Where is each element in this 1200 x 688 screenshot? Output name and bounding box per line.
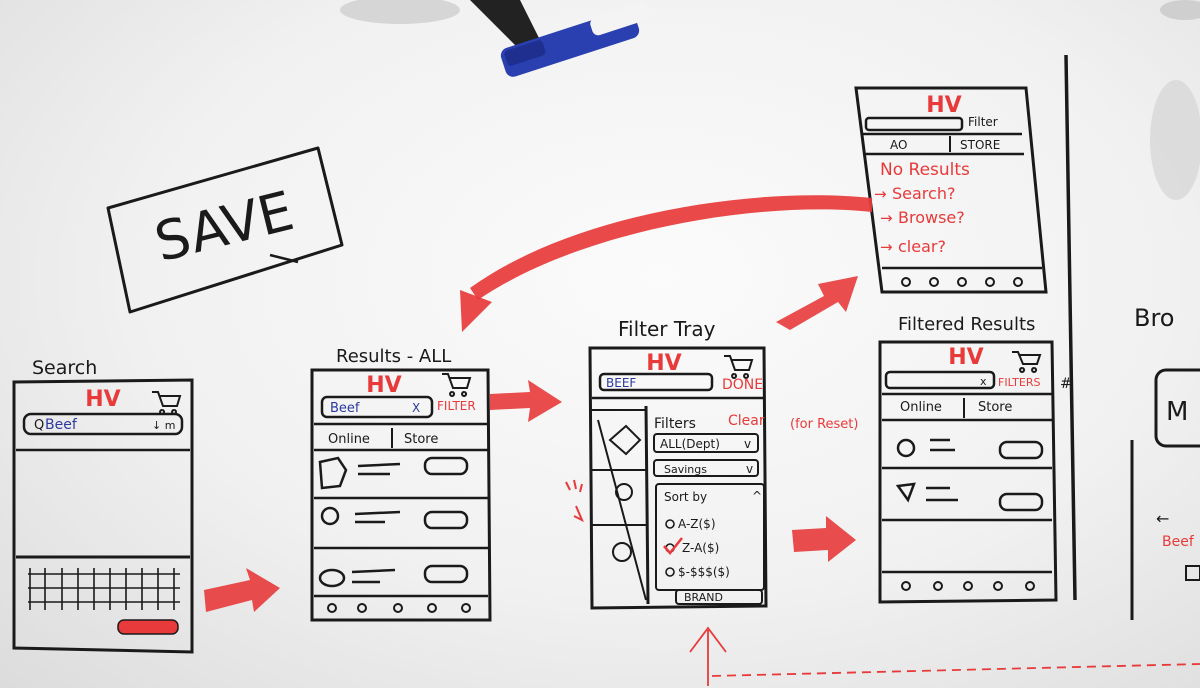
no-results-message: No Results	[880, 160, 970, 180]
screen-search: Search HV Q Beef ↓ m	[12, 357, 194, 654]
cart-icon	[442, 373, 472, 397]
chevron-down-icon: v	[746, 462, 753, 476]
search-value: Beef	[45, 417, 78, 433]
filters-button[interactable]: FILTERS	[998, 376, 1040, 389]
screen-filtered-results: Filtered Results HV x FILTERS # Online S…	[878, 314, 1072, 604]
suggestion-search[interactable]: Search?	[892, 184, 955, 203]
flow-arrow-2	[490, 380, 562, 422]
savings-dropdown-value: Savings	[664, 463, 707, 476]
cart-icon	[724, 355, 754, 379]
tab-store: Store	[404, 432, 438, 447]
search-bar	[598, 372, 714, 392]
screen-filter-logo: HV	[646, 351, 681, 376]
chevron-down-icon: v	[744, 437, 751, 451]
arrow-icon: →	[880, 209, 893, 227]
savings-dropdown[interactable]	[653, 459, 759, 477]
screen-filtered-title: Filtered Results	[898, 314, 1035, 335]
tap-indicator	[565, 479, 584, 523]
screen-noresults-logo: HV	[926, 93, 961, 118]
flow-arrow-4	[776, 276, 858, 330]
suggestion-clear[interactable]: clear?	[898, 237, 946, 256]
partial-right-text: Beef	[1162, 534, 1195, 550]
clear-search-icon: x	[980, 375, 987, 388]
clear-filters-button[interactable]: Clear	[728, 413, 765, 429]
brand-dropdown[interactable]	[675, 589, 763, 605]
result-row	[318, 564, 469, 588]
curved-flow-arrow	[460, 195, 872, 332]
tab-ao: AO	[890, 138, 907, 152]
brand-dropdown-label: BRAND	[684, 591, 723, 604]
cart-icon	[1012, 351, 1042, 373]
save-box: SAVE	[106, 146, 344, 314]
keyboard-search-key	[117, 619, 179, 635]
screen-search-logo: HV	[85, 387, 120, 412]
search-icon: Q	[34, 418, 44, 433]
partial-right-button: M	[1166, 397, 1188, 427]
search-value: Beef	[330, 401, 360, 416]
dashed-return-arrow	[689, 626, 1200, 686]
sort-radio	[665, 519, 675, 529]
flow-arrow-3	[792, 516, 856, 562]
suggestion-browse[interactable]: Browse?	[898, 208, 965, 227]
filters-heading: Filters	[654, 416, 696, 432]
sort-option-price[interactable]: $-$$$($)	[678, 565, 730, 579]
arrow-icon: →	[874, 185, 887, 203]
clear-note: (for Reset)	[790, 417, 858, 432]
screen-results-all: Results - ALL HV Beef X FILTER Online St…	[310, 346, 492, 622]
result-row	[318, 456, 469, 490]
sort-radio	[665, 567, 675, 577]
bottom-nav	[901, 581, 1035, 591]
screen-search-title: Search	[32, 357, 97, 379]
partial-right-screen: Bro M ← Beef	[1134, 80, 1200, 581]
save-label: SAVE	[149, 179, 300, 274]
check-icon	[663, 537, 683, 555]
search-bar	[884, 370, 996, 390]
dept-dropdown-value: ALL(Dept)	[660, 437, 720, 451]
tab-online: Online	[328, 432, 370, 447]
underlying-list	[592, 409, 647, 601]
arrow-icon: →	[880, 238, 893, 256]
sort-option-za[interactable]: Z-A($)	[682, 541, 719, 555]
result-row	[320, 506, 469, 530]
search-bar	[22, 412, 184, 436]
screen-results-logo: HV	[366, 373, 401, 398]
partial-right-title: Bro	[1134, 304, 1175, 332]
screen-filtered-logo: HV	[948, 345, 983, 370]
tab-store: STORE	[960, 138, 1000, 152]
chevron-up-icon: ^	[752, 489, 762, 503]
search-bar	[320, 395, 434, 419]
screen-no-results: HV Filter AO STORE No Results → Search? …	[854, 86, 1048, 294]
board-divider	[1064, 54, 1077, 601]
back-arrow-icon: ←	[1156, 509, 1169, 528]
result-row	[895, 482, 1044, 512]
filter-count: #	[1060, 376, 1072, 392]
done-button[interactable]: DONE	[722, 377, 763, 393]
clear-search-icon: X	[412, 401, 420, 415]
screen-results-title: Results - ALL	[336, 346, 451, 367]
bottom-nav	[327, 603, 471, 613]
screen-filter-title: Filter Tray	[618, 317, 716, 341]
search-value: BEEF	[606, 376, 636, 390]
bottom-nav	[901, 277, 1023, 287]
dept-dropdown[interactable]	[653, 433, 759, 453]
sort-option-az[interactable]: A-Z($)	[678, 517, 716, 531]
markers-on-board	[340, 0, 1200, 77]
cart-icon	[152, 391, 182, 415]
tab-online: Online	[900, 400, 942, 415]
screen-filter-tray: Filter Tray HV BEEF DONE Filters Clear (…	[565, 317, 858, 610]
flow-arrow-1	[204, 568, 280, 612]
mic-icon: ↓ m	[152, 419, 175, 432]
filter-button[interactable]: FILTER	[437, 399, 476, 413]
search-bar	[864, 116, 964, 132]
keyboard-sketch	[28, 568, 180, 610]
tab-store: Store	[978, 400, 1012, 415]
sort-heading: Sort by	[664, 490, 707, 504]
result-row	[896, 438, 1044, 460]
filter-button[interactable]: Filter	[968, 115, 998, 129]
